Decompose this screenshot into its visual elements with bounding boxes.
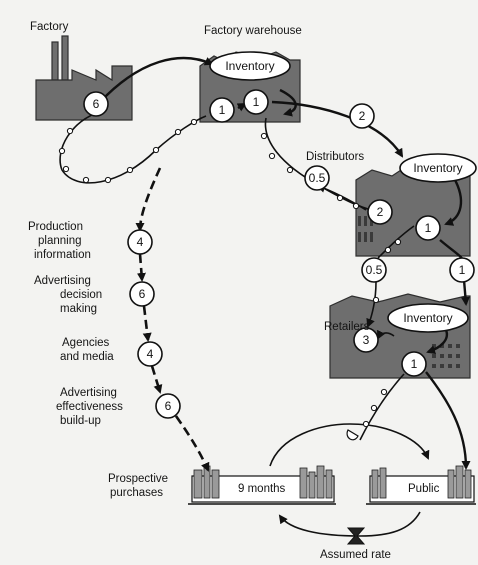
advertising-effectiveness-line-3: build-up [60, 415, 101, 427]
prospective-crowd [188, 465, 336, 505]
delay-retailer-info-value: 0.5 [366, 263, 383, 277]
public-label: Public [408, 483, 440, 495]
production-planning-line-3: information [34, 249, 91, 261]
distributors-inventory-label: Inventory [413, 161, 462, 175]
advertising-chain-4 [150, 365, 163, 394]
delay-distributor-order-value: 2 [377, 205, 384, 219]
advertising-effectiveness-line-2: effectiveness [56, 401, 123, 413]
delay-advertising-buildup-value: 6 [165, 399, 172, 413]
agencies-media-line-2: and media [60, 351, 114, 363]
retailer-demand-line [359, 373, 405, 441]
retailer-to-public-flow [425, 371, 471, 470]
prospective-purchases-line-2: purchases [110, 487, 163, 499]
delay-retailer-order-value: 3 [363, 333, 370, 347]
distributors-label: Distributors [306, 151, 364, 163]
delay-warehouse-out-value: 1 [253, 95, 260, 109]
warehouse-to-distributors-flow [271, 100, 404, 158]
delay-production-planning: 4 [127, 229, 153, 255]
factory-to-warehouse-flow [99, 56, 214, 103]
retailers-label: Retailers [324, 321, 370, 333]
advertising-decision-line-3: making [60, 303, 97, 315]
production-planning-line-2: planning [38, 235, 81, 247]
advertising-chain-2 [136, 253, 146, 282]
delay-warehouse-in: 1 [209, 97, 235, 123]
delay-distributor-info-value: 0.5 [309, 171, 326, 185]
delay-retailer-info: 0.5 [361, 257, 387, 283]
distributors-building [355, 161, 471, 257]
retailer-order-line [377, 329, 395, 340]
advertising-decision-line-2: decision [60, 289, 102, 301]
distributor-info-line [377, 225, 415, 259]
distributors-to-retailers-flow-b [460, 279, 470, 306]
delay-distributor-info: 0.5 [304, 165, 330, 191]
advertising-decision-line-1: Advertising [34, 275, 91, 287]
delay-to-retailers: 1 [449, 257, 475, 283]
distributor-inventory-out [444, 177, 463, 226]
delay-retailer-sale: 1 [401, 351, 427, 377]
advertising-effectiveness-line-1: Advertising [60, 387, 117, 399]
factory-label: Factory [30, 21, 69, 33]
delay-factory-value: 6 [93, 97, 100, 111]
nine-months-label: 9 months [238, 483, 286, 495]
warehouse-inventory: Inventory [209, 51, 291, 81]
delay-warehouse-out: 1 [243, 89, 269, 115]
delay-to-retailers-value: 1 [459, 263, 466, 277]
delay-agencies-media: 4 [137, 341, 163, 367]
delay-advertising-decision-value: 6 [139, 287, 146, 301]
assumed-rate-label: Assumed rate [320, 549, 391, 561]
delay-distributor-out: 1 [415, 215, 441, 241]
retailer-inventory-out [426, 329, 449, 355]
public-crowd [366, 465, 476, 505]
purchase-cycle-bottom [278, 511, 421, 537]
info-dots [58, 118, 402, 428]
delay-advertising-decision: 6 [129, 281, 155, 307]
cycle-joint [346, 429, 359, 441]
distributors-inventory: Inventory [399, 153, 477, 183]
delay-advertising-buildup: 6 [155, 393, 181, 419]
delay-distributor-out-value: 1 [425, 221, 432, 235]
factory-info-loop [59, 111, 207, 184]
delay-retailer-sale-value: 1 [411, 357, 418, 371]
prospective-purchases-line-1: Prospective [108, 473, 168, 485]
production-planning-line-1: Production [28, 221, 83, 233]
delay-to-distributors-value: 2 [359, 109, 366, 123]
warehouse-inventory-label: Inventory [225, 59, 274, 73]
retailers-inventory-label: Inventory [403, 311, 452, 325]
delay-warehouse-in-value: 1 [219, 103, 226, 117]
delay-production-planning-value: 4 [137, 235, 144, 249]
purchase-cycle-top [269, 423, 430, 467]
advertising-chain-3 [142, 305, 152, 342]
delay-agencies-media-value: 4 [147, 347, 154, 361]
advertising-chain-5 [174, 415, 210, 472]
retailer-info-line [366, 281, 377, 328]
factory-warehouse-label: Factory warehouse [204, 25, 302, 37]
delay-to-distributors: 2 [349, 103, 375, 129]
delay-distributor-order: 2 [367, 199, 393, 225]
advertising-chain-1 [135, 167, 162, 232]
agencies-media-line-1: Agencies [62, 337, 110, 349]
delay-factory: 6 [83, 91, 109, 117]
hourglass-icon [346, 527, 366, 545]
delay-retailer-order: 3 [353, 327, 379, 353]
retailers-inventory: Inventory [387, 303, 469, 333]
